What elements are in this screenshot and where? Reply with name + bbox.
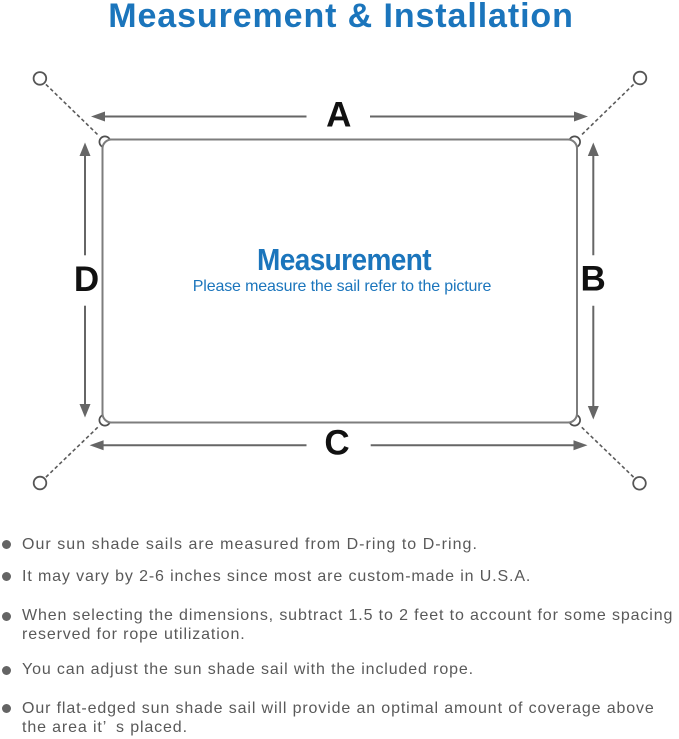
- svg-text:D: D: [74, 260, 99, 299]
- svg-text:C: C: [324, 424, 349, 463]
- svg-text:A: A: [326, 96, 351, 135]
- svg-text:B: B: [581, 260, 606, 299]
